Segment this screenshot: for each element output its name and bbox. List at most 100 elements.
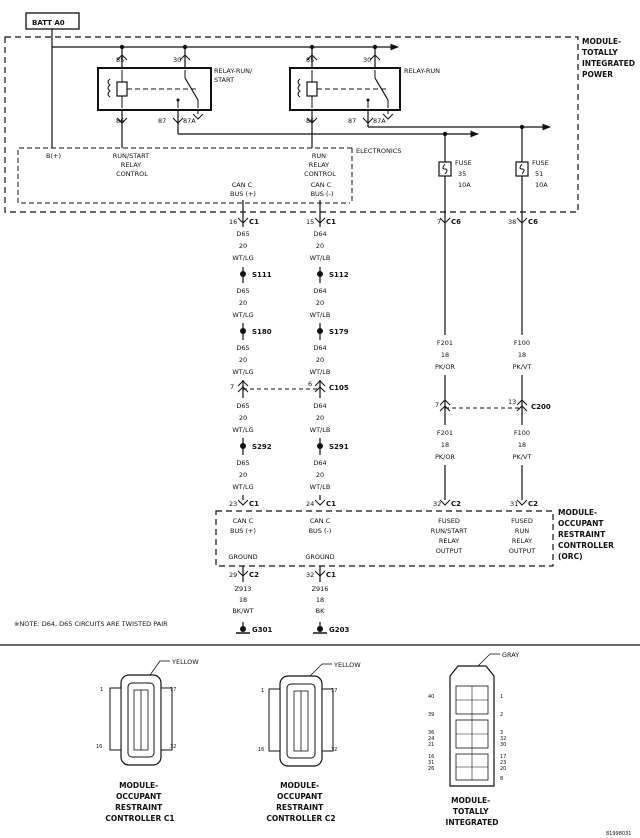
svg-text:7: 7: [437, 218, 441, 226]
svg-text:G203: G203: [329, 626, 349, 634]
svg-text:F100: F100: [514, 339, 530, 347]
svg-text:D65: D65: [236, 230, 249, 238]
svg-text:24: 24: [306, 500, 314, 508]
svg-text:WT/LB: WT/LB: [310, 311, 331, 319]
svg-text:2: 2: [500, 712, 503, 718]
svg-text:G301: G301: [252, 626, 272, 634]
splices: S111 S112 S180 S179 S292 S291: [240, 271, 349, 451]
svg-text:31: 31: [428, 760, 434, 766]
svg-text:D65: D65: [236, 459, 249, 467]
orc-module-border: [215, 510, 554, 567]
svg-text:GRAY: GRAY: [502, 651, 519, 659]
svg-text:RELAY: RELAY: [439, 537, 459, 545]
tipm-title: MODULE- TOTALLY INTEGRATED POWER: [582, 37, 638, 79]
relay-run: 85 30 RELAY-RUN 86 87 87A: [289, 47, 440, 148]
svg-text:S112: S112: [329, 271, 349, 279]
svg-text:CAN C: CAN C: [233, 517, 254, 525]
svg-text:FUSED: FUSED: [438, 517, 460, 525]
svg-text:32: 32: [433, 500, 441, 508]
tipm-module-border: [4, 36, 579, 213]
svg-text:F201: F201: [437, 339, 453, 347]
svg-text:C200: C200: [531, 403, 551, 411]
svg-text:17: 17: [331, 688, 337, 694]
svg-text:YELLOW: YELLOW: [171, 658, 199, 666]
svg-text:18: 18: [316, 596, 324, 604]
svg-text:87: 87: [348, 117, 356, 125]
svg-text:24: 24: [428, 736, 434, 742]
svg-text:C1: C1: [326, 571, 336, 579]
svg-text:PK/OR: PK/OR: [435, 363, 455, 371]
svg-text:20: 20: [239, 299, 247, 307]
svg-text:BUS (+): BUS (+): [230, 527, 256, 535]
svg-text:CAN C BUS (+): CAN C BUS (+): [230, 181, 256, 198]
svg-text:MODULE- TOTALLY IN: MODULE- TOTALLY INTEGRATED: [446, 796, 499, 827]
svg-text:20: 20: [239, 356, 247, 364]
svg-text:WT/LG: WT/LG: [232, 426, 253, 434]
svg-text:13: 13: [508, 398, 516, 406]
svg-text:D64: D64: [313, 459, 326, 467]
svg-text:16: 16: [229, 218, 237, 226]
svg-text:20: 20: [316, 242, 324, 250]
svg-text:CAN C BUS (-): CAN C BUS (-): [311, 181, 334, 198]
svg-text:S180: S180: [252, 328, 272, 336]
svg-text:86: 86: [306, 117, 314, 125]
connector-c2-view: YELLOW 1 17 16 32 MODULE- OCCUPANT RESTR…: [258, 661, 361, 823]
svg-text:1: 1: [100, 687, 103, 693]
svg-text:RUN/START RELAY CONTRO: RUN/START RELAY CONTROL: [113, 152, 151, 178]
svg-text:Z916: Z916: [312, 585, 329, 593]
svg-text:C1: C1: [326, 218, 336, 226]
svg-text:S179: S179: [329, 328, 349, 336]
svg-text:BUS (-): BUS (-): [309, 527, 332, 535]
svg-text:D64: D64: [313, 402, 326, 410]
svg-text:START: START: [214, 76, 234, 84]
svg-text:WT/LG: WT/LG: [232, 483, 253, 491]
svg-text:CAN C: CAN C: [310, 517, 331, 525]
svg-text:20: 20: [316, 299, 324, 307]
svg-text:WT/LG: WT/LG: [232, 368, 253, 376]
svg-text:WT/LG: WT/LG: [232, 254, 253, 262]
orc-title: MODULE- OCCUPANT RESTRAINT CONTROLLER (O…: [558, 508, 617, 561]
svg-text:20: 20: [316, 414, 324, 422]
svg-text:WT/LB: WT/LB: [310, 483, 331, 491]
svg-text:S111: S111: [252, 271, 272, 279]
svg-text:18: 18: [518, 351, 526, 359]
svg-text:23: 23: [229, 500, 237, 508]
svg-text:FUSED: FUSED: [511, 517, 533, 525]
svg-text:20: 20: [239, 471, 247, 479]
svg-text:16: 16: [428, 754, 434, 760]
svg-text:PK/OR: PK/OR: [435, 453, 455, 461]
svg-text:YELLOW: YELLOW: [333, 661, 361, 669]
svg-text:S292: S292: [252, 443, 272, 451]
svg-text:C1: C1: [249, 218, 259, 226]
svg-text:31: 31: [510, 500, 518, 508]
svg-text:PK/VT: PK/VT: [513, 363, 532, 371]
svg-text:7: 7: [230, 383, 234, 391]
svg-text:RUN/START: RUN/START: [431, 527, 467, 535]
svg-text:MODULE- OCCUPANT R: MODULE- OCCUPANT RESTRAINT CONTROLLER C2: [266, 781, 335, 823]
svg-text:87A: 87A: [373, 117, 386, 125]
svg-text:7: 7: [435, 401, 439, 409]
svg-text:1: 1: [261, 688, 264, 694]
svg-text:C2: C2: [249, 571, 259, 579]
svg-text:PK/VT: PK/VT: [513, 453, 532, 461]
svg-text:C2: C2: [451, 500, 461, 508]
svg-text:18: 18: [441, 351, 449, 359]
svg-text:32: 32: [500, 736, 506, 742]
svg-text:BK/WT: BK/WT: [232, 607, 253, 615]
svg-text:87: 87: [158, 117, 166, 125]
svg-text:1: 1: [500, 694, 503, 700]
svg-text:D64: D64: [313, 344, 326, 352]
svg-text:OUTPUT: OUTPUT: [436, 547, 463, 555]
batt-label: BATT A0: [32, 19, 65, 27]
svg-text:16: 16: [96, 744, 102, 750]
svg-text:8: 8: [500, 776, 503, 782]
svg-text:38: 38: [508, 218, 516, 226]
svg-text:C1: C1: [326, 500, 336, 508]
svg-text:C1: C1: [249, 500, 259, 508]
connector-c200: 7 13 C200: [435, 398, 551, 412]
connector-c6-view: GRAY 40 1 39 2 36 24 3 21 32 30 17 16 31…: [428, 651, 519, 827]
svg-text:6: 6: [308, 380, 312, 388]
